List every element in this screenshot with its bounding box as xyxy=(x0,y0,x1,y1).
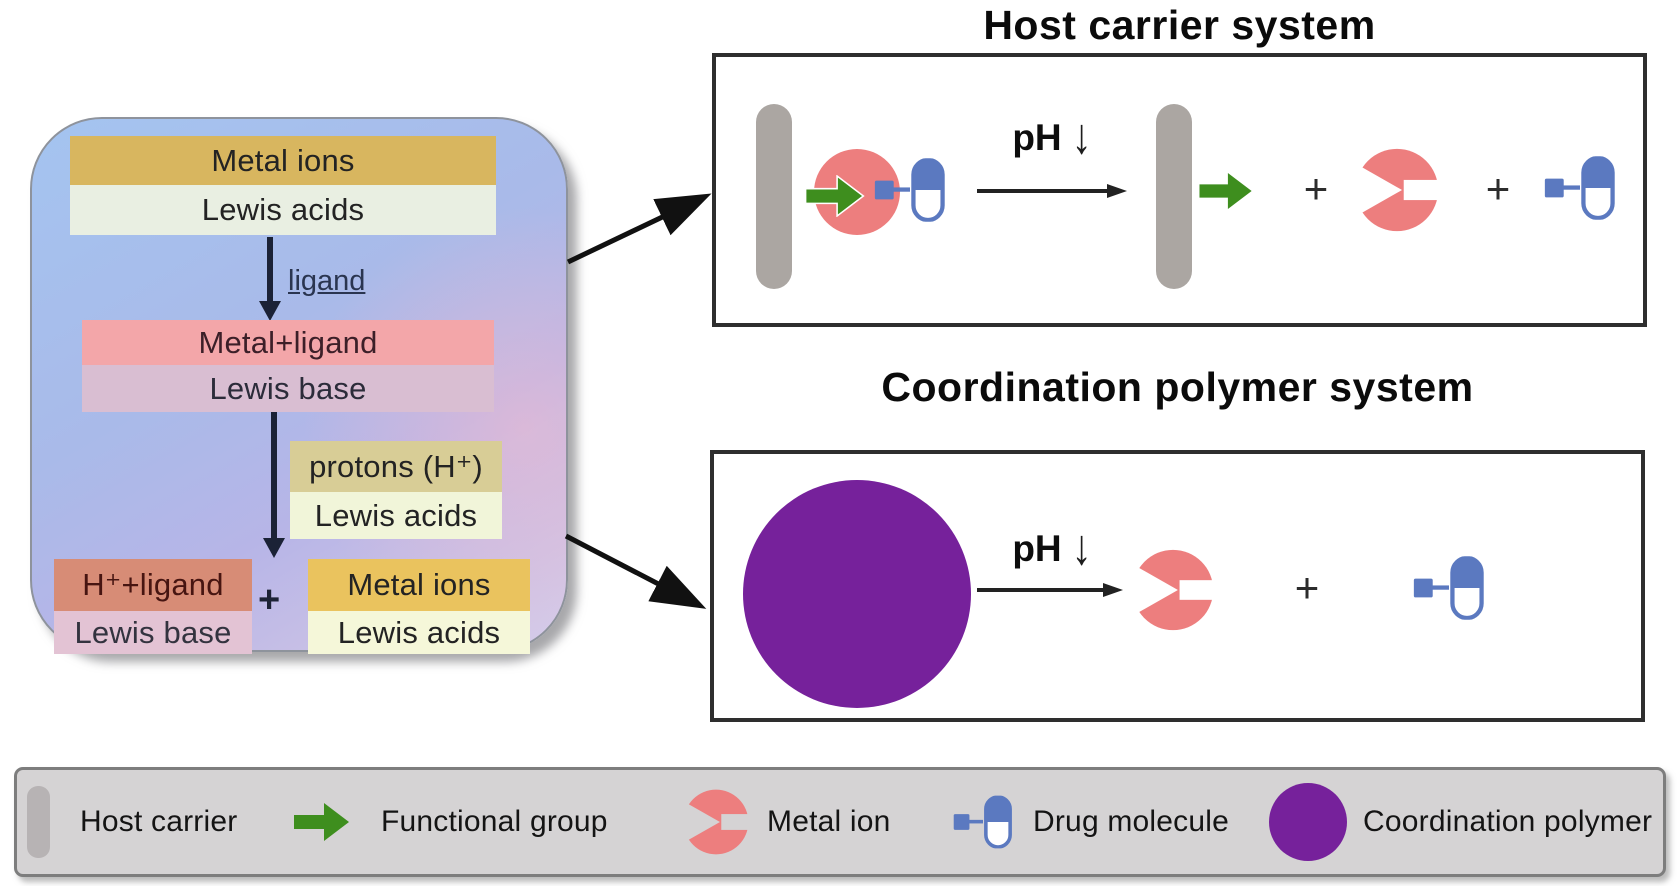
flow-step1-metal-ions: Metal ions xyxy=(70,136,496,185)
connector-arrow-to-polymer-icon xyxy=(564,533,707,609)
plus-sign-host-2: + xyxy=(1485,165,1511,212)
flow-down-arrow-1-icon xyxy=(259,237,281,321)
flow-result-metal-ions: Metal ions xyxy=(308,559,530,611)
legend-label: Host carrier xyxy=(80,805,238,838)
ph-decrease-label-polymer: pH↓ xyxy=(977,520,1127,575)
ph-text: pH xyxy=(1012,117,1062,158)
host-carrier-bar-freed-icon xyxy=(1156,104,1192,289)
legend-item-drug-molecule: Drug molecule xyxy=(953,770,1229,874)
reaction-arrow-polymer-icon xyxy=(977,583,1123,597)
coordination-polymer-icon xyxy=(1269,783,1347,861)
functional-group-arrow-bound-icon xyxy=(804,175,865,217)
plus-sign-polymer: + xyxy=(1294,564,1320,611)
legend-label: Drug molecule xyxy=(1033,805,1230,838)
coordination-polymer-icon xyxy=(743,480,971,708)
legend-label: Functional group xyxy=(381,805,608,838)
polymer-system-box: pH↓ + xyxy=(710,450,1645,722)
flow-result-lewis-base: Lewis base xyxy=(54,611,252,654)
legend-item-functional-group: Functional group xyxy=(293,770,608,874)
flow-step2-lewis-base: Lewis base xyxy=(82,365,494,412)
metal-ion-icon xyxy=(683,789,749,855)
host-carrier-bar-icon xyxy=(756,104,792,289)
metal-ion-freed-icon xyxy=(1355,148,1439,232)
ligand-label: ligand xyxy=(288,265,366,297)
legend-bar: Host carrier Functional group Metal ion … xyxy=(14,767,1666,877)
legend-item-metal-ion: Metal ion xyxy=(683,770,891,874)
polymer-system-title: Coordination polymer system xyxy=(881,364,1474,410)
drug-molecule-icon xyxy=(953,795,1013,849)
drug-molecule-bound-icon xyxy=(874,153,946,227)
host-carrier-icon xyxy=(27,786,50,858)
lewis-acid-base-flow-panel: Metal ions Lewis acids ligand Metal+liga… xyxy=(30,117,568,654)
flow-result-h-ligand: H⁺+ligand xyxy=(54,559,252,611)
ph-down-arrow-icon: ↓ xyxy=(1071,520,1092,576)
ph-down-arrow-icon: ↓ xyxy=(1071,109,1092,165)
functional-group-arrow-freed-icon xyxy=(1190,172,1262,210)
connector-arrow-to-host-icon xyxy=(566,193,712,265)
flow-plus-sign: + xyxy=(258,579,281,621)
host-system-title: Host carrier system xyxy=(983,2,1376,48)
plus-sign-host-1: + xyxy=(1303,165,1329,212)
flow-result-lewis-acids: Lewis acids xyxy=(308,611,530,654)
ph-decrease-label-host: pH↓ xyxy=(977,109,1127,164)
legend-item-coordination-polymer: Coordination polymer xyxy=(1269,770,1652,874)
flow-step1-lewis-acids: Lewis acids xyxy=(70,185,496,235)
reaction-arrow-host-icon xyxy=(977,184,1127,198)
metal-ion-released-icon xyxy=(1132,549,1214,631)
flow-step2-metal-ligand: Metal+ligand xyxy=(82,320,494,365)
drug-molecule-freed-icon xyxy=(1544,151,1616,225)
functional-group-icon xyxy=(293,802,351,842)
drug-molecule-released-icon xyxy=(1413,550,1485,626)
host-system-box: pH↓ + + xyxy=(712,53,1647,327)
ph-text: pH xyxy=(1012,528,1062,569)
legend-item-host-carrier: Host carrier xyxy=(27,770,237,874)
legend-label: Metal ion xyxy=(767,805,891,838)
flow-protons-lewis-acids: Lewis acids xyxy=(290,492,502,539)
legend-label: Coordination polymer xyxy=(1363,805,1653,838)
flow-protons-label: protons (H⁺) xyxy=(290,441,502,492)
flow-down-arrow-2-icon xyxy=(263,412,285,558)
